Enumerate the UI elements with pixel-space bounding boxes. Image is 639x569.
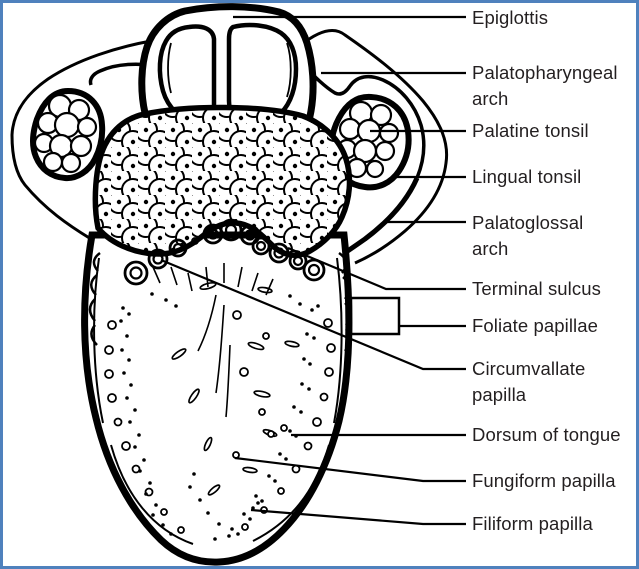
label-palatopharyngeal-arch: Palatopharyngeal arch: [472, 62, 618, 109]
label-filiform-papilla: Filiform papilla: [472, 513, 593, 534]
label-fungiform-papilla: Fungiform papilla: [472, 470, 616, 491]
lingual-tonsil-shape: [92, 104, 353, 258]
tongue-body: [81, 231, 353, 566]
label-dorsum-of-tongue: Dorsum of tongue: [472, 424, 621, 445]
fungiform-circles: [104, 310, 336, 534]
left-arch-wing: [10, 39, 152, 241]
foliate-ridges: [88, 251, 352, 352]
foliate-box: [349, 296, 401, 336]
label-epiglottis: Epiglottis: [472, 7, 549, 28]
palatine-tonsil-right: [328, 93, 412, 191]
label-foliate-papillae: Foliate papillae: [472, 315, 599, 336]
label-palatine-tonsil: Palatine tonsil: [472, 120, 589, 141]
tongue-diagram-svg: [10, 3, 466, 566]
surface-ovals: [171, 281, 300, 496]
leader-line-fungiform-papilla: [234, 456, 466, 483]
leader-line-filiform-papilla: [250, 508, 466, 526]
palatine-tonsil-left: [30, 87, 106, 182]
label-terminal-sulcus: Terminal sulcus: [472, 278, 601, 299]
leader-line-terminal-sulcus: [287, 246, 466, 291]
circumvallate-papillae-row: [123, 218, 326, 286]
label-palatoglossal-arch: Palatoglossal arch: [472, 212, 584, 259]
right-arch-wing: [300, 28, 449, 265]
label-lingual-tonsil: Lingual tonsil: [472, 166, 582, 187]
palatopharyngeal-arch-fold: [301, 63, 426, 179]
leader-line-circumvallate-papilla: [160, 258, 466, 371]
label-circumvallate-papilla: Circumvallate papilla: [472, 358, 586, 405]
leader-lines-front: [160, 15, 466, 526]
median-lines: [152, 263, 274, 418]
